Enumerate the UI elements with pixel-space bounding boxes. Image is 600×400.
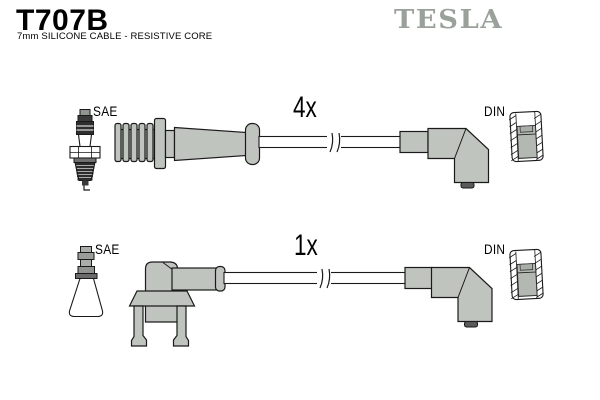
din-label-row1: DIN [484, 104, 506, 119]
din-label-row2: DIN [484, 242, 506, 257]
din-elbow-boot-4x [399, 127, 490, 189]
wire-4x [258, 132, 402, 153]
cable-row-4x [69, 109, 544, 191]
cable-description: 7mm SILICONE CABLE - RESISTIVE CORE [17, 31, 213, 42]
sae-straight-boot [114, 117, 261, 170]
wire-break-icon [319, 268, 331, 289]
bracket-left-leg [130, 305, 148, 347]
tesla-logo: TESLA [394, 5, 504, 35]
wire-break-gap [327, 133, 341, 151]
quantity-label-row1: 4x [293, 91, 317, 124]
wire-1x [223, 268, 407, 289]
cable-row-1x [68, 246, 544, 347]
sae-label-row2: SAE [95, 242, 120, 257]
wire-break-icon [329, 132, 341, 153]
spark-plug-icon [69, 109, 101, 191]
part-number: T707B [16, 4, 109, 37]
boot-collar [244, 122, 261, 166]
din-terminal-icon [508, 248, 544, 301]
din-terminal-icon [508, 110, 544, 163]
heat-shield-plate [128, 290, 196, 307]
plug-terminal-icon [68, 246, 104, 318]
din-elbow-boot-1x [404, 266, 493, 328]
sae-label-row1: SAE [93, 104, 118, 119]
bracket-right-leg [172, 305, 190, 347]
quantity-label-row2: 1x [294, 229, 318, 262]
shielded-elbow-boot [128, 261, 226, 347]
wire-break-gap [317, 269, 331, 287]
